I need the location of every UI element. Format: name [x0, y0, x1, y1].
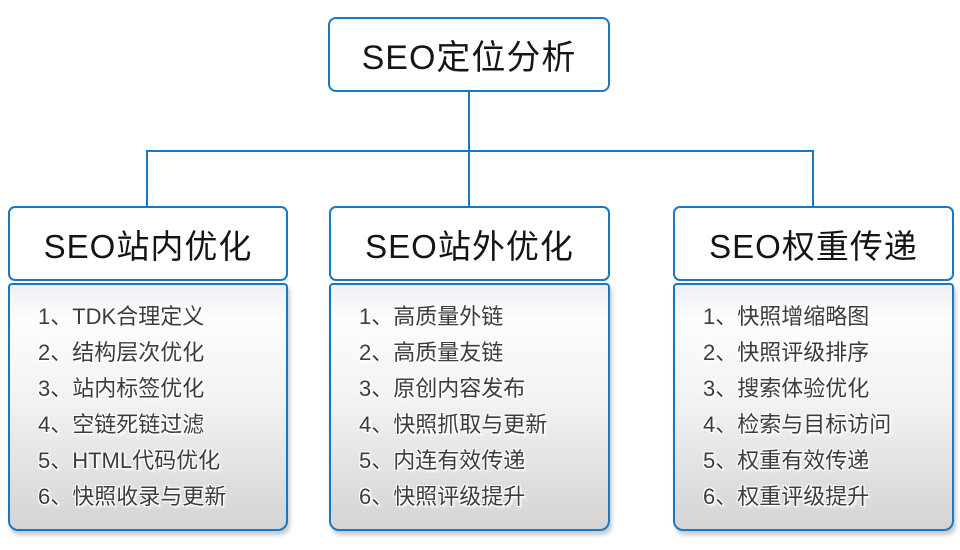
list-item: 6、快照收录与更新 — [38, 484, 227, 509]
list-item: 3、搜索体验优化 — [703, 376, 870, 401]
list-item: 4、空链死链过滤 — [38, 412, 205, 437]
column-weight-title: SEO权重传递 — [709, 227, 918, 265]
column-offsite: SEO站外优化 1、高质量外链 2、高质量友链 3、原创内容发布 4、快照抓取与… — [329, 206, 610, 531]
list-item: 3、站内标签优化 — [38, 376, 205, 401]
column-weight: SEO权重传递 1、快照增缩略图 2、快照评级排序 3、搜索体验优化 4、检索与… — [673, 206, 954, 531]
connector-left-vertical — [146, 150, 148, 207]
column-weight-list: 1、快照增缩略图 2、快照评级排序 3、搜索体验优化 4、检索与目标访问 5、权… — [673, 283, 954, 531]
list-item: 5、权重有效传递 — [703, 448, 870, 473]
column-offsite-title: SEO站外优化 — [365, 227, 574, 265]
list-item: 1、TDK合理定义 — [38, 304, 205, 329]
column-onsite: SEO站内优化 1、TDK合理定义 2、结构层次优化 3、站内标签优化 4、空链… — [8, 206, 288, 531]
list-item: 4、检索与目标访问 — [703, 412, 892, 437]
connector-horizontal-bar — [146, 150, 814, 152]
list-item: 2、结构层次优化 — [38, 340, 205, 365]
list-item: 2、高质量友链 — [359, 340, 504, 365]
list-item: 1、快照增缩略图 — [703, 304, 870, 329]
list-item: 4、快照抓取与更新 — [359, 412, 548, 437]
root-node-label: SEO定位分析 — [361, 39, 577, 77]
list-item: 5、HTML代码优化 — [38, 448, 221, 473]
list-item: 6、权重评级提升 — [703, 484, 870, 509]
column-offsite-list: 1、高质量外链 2、高质量友链 3、原创内容发布 4、快照抓取与更新 5、内连有… — [329, 283, 610, 531]
list-item: 2、快照评级排序 — [703, 340, 870, 365]
column-onsite-header: SEO站内优化 — [8, 206, 288, 281]
list-item: 3、原创内容发布 — [359, 376, 526, 401]
column-onsite-list: 1、TDK合理定义 2、结构层次优化 3、站内标签优化 4、空链死链过滤 5、H… — [8, 283, 288, 531]
list-item: 5、内连有效传递 — [359, 448, 526, 473]
column-onsite-title: SEO站内优化 — [43, 227, 253, 265]
column-offsite-header: SEO站外优化 — [329, 206, 610, 281]
connector-root-vertical — [468, 91, 470, 151]
list-item: 6、快照评级提升 — [359, 484, 526, 509]
connector-right-vertical — [812, 150, 814, 207]
list-item: 1、高质量外链 — [359, 304, 504, 329]
root-node: SEO定位分析 — [328, 17, 610, 92]
column-weight-header: SEO权重传递 — [673, 206, 954, 281]
connector-middle-vertical — [468, 150, 470, 207]
